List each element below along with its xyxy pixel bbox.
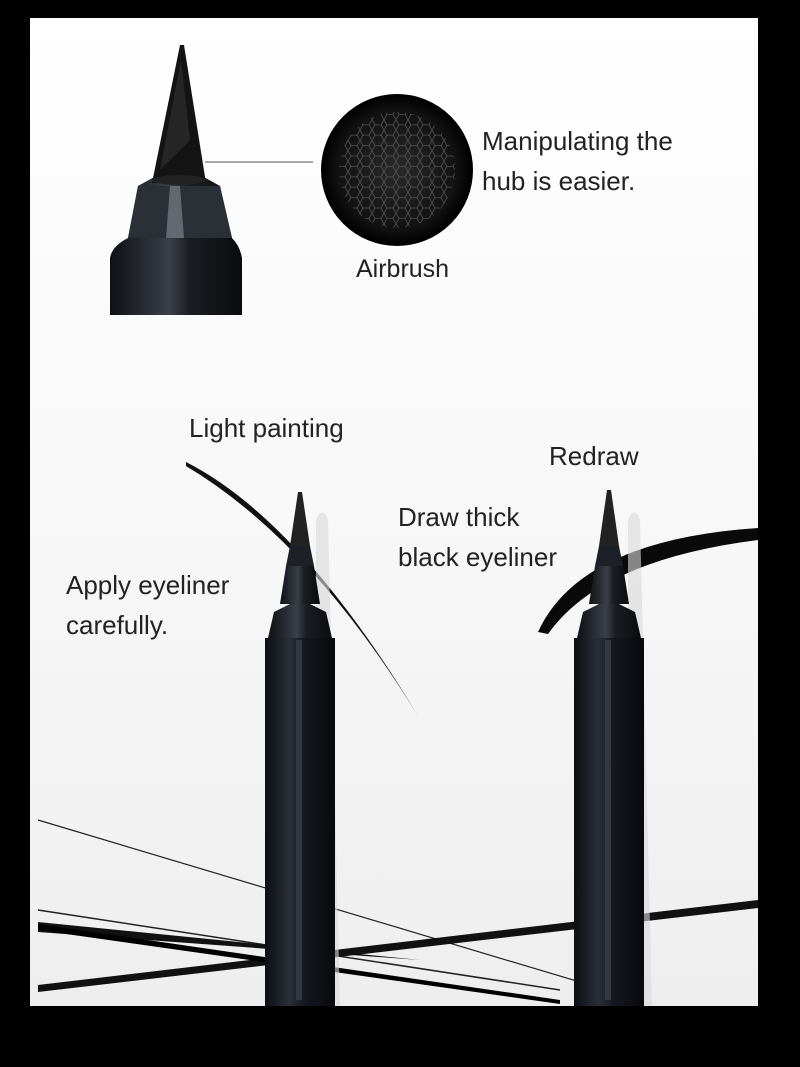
hub-callout: Manipulating the hub is easier. [482,121,673,201]
redraw-label: Redraw [549,441,639,471]
sponge-texture-icon [321,94,473,246]
brush-tip-closeup-icon [110,45,242,315]
thick-eyeliner-callout: Draw thick black eyeliner [398,497,557,577]
careful-line1: Apply eyeliner [66,570,230,600]
careful-line2: carefully. [66,610,169,640]
thick-eyeliner-line1: Draw thick [398,502,520,532]
eyeliner-pen-icon [574,490,652,1006]
airbrush-label: Airbrush [356,255,450,283]
careful-callout: Apply eyeliner carefully. [66,565,229,645]
hub-callout-line2: hub is easier. [482,166,636,196]
eyeliner-pen-icon [265,492,340,1006]
light-painting-label: Light painting [189,413,344,443]
hub-callout-line1: Manipulating the [482,126,673,156]
thick-eyeliner-line2: black eyeliner [398,542,557,572]
